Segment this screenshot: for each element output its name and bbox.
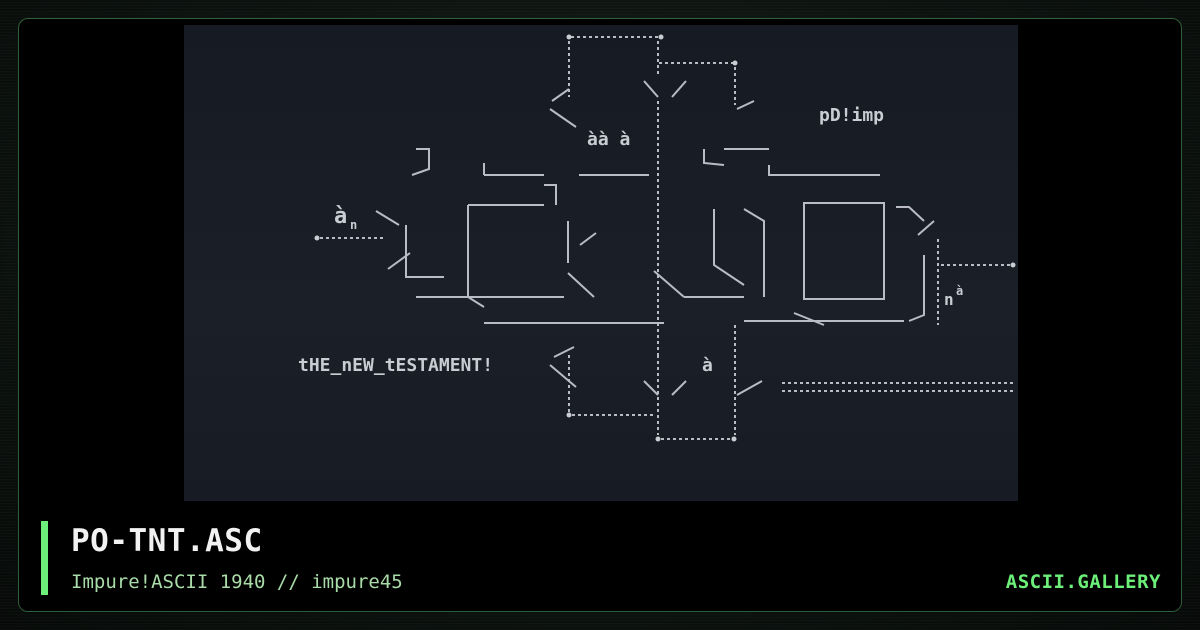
tag-right: n <box>944 290 954 309</box>
tag-a-mid: à <box>702 355 713 376</box>
artwork-credit: Impure!ASCII 1940 // impure45 <box>71 571 403 593</box>
tag-left-sub: n <box>350 218 357 232</box>
lower-structure <box>549 325 1014 442</box>
site-brand[interactable]: ASCII.GALLERY <box>1005 571 1161 593</box>
gallery-card[interactable]: à n pD!imp àà à tHE_nEW_tESTAMENT! à n à… <box>18 18 1182 612</box>
tag-aa: àà à <box>587 129 630 150</box>
card-info-bar: PO-TNT.ASC Impure!ASCII 1940 // impure45… <box>19 501 1181 611</box>
accent-bar <box>41 521 48 595</box>
left-connector <box>314 210 411 270</box>
tag-pdimp: pD!imp <box>819 105 884 126</box>
tag-testament: tHE_nEW_tESTAMENT! <box>298 355 493 376</box>
ascii-artwork-drawing: à n pD!imp àà à tHE_nEW_tESTAMENT! à n à <box>298 34 1016 442</box>
top-structure <box>549 34 755 355</box>
letter-blocks <box>405 148 935 326</box>
artwork-title[interactable]: PO-TNT.ASC <box>71 523 263 559</box>
ascii-artwork[interactable]: à n pD!imp àà à tHE_nEW_tESTAMENT! à n à <box>184 25 1018 501</box>
tag-left: à <box>334 204 347 229</box>
tag-right-sup: à <box>956 284 963 298</box>
right-connector <box>937 239 1016 325</box>
